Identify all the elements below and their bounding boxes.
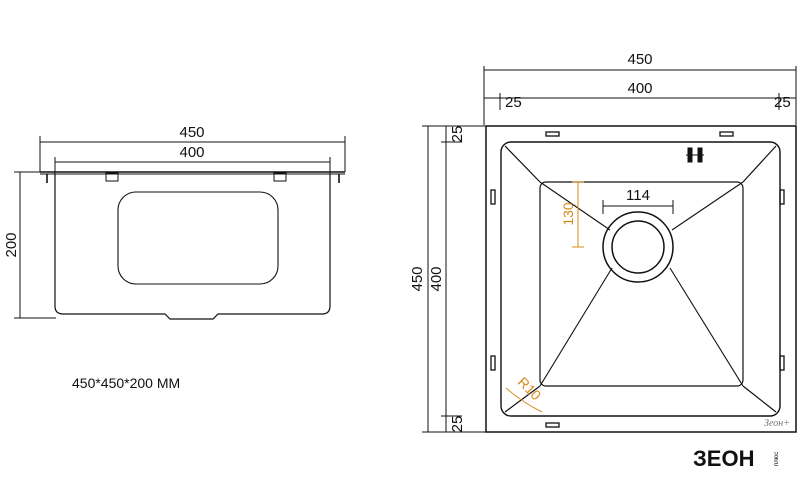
bowl-outline: [500, 141, 781, 417]
drain-outer: [602, 211, 674, 283]
drain-offset-130: 130: [560, 202, 576, 226]
top-view: [422, 66, 797, 433]
top-dim-25-right: 25: [774, 94, 791, 111]
side-dim-200: 200: [3, 232, 20, 257]
corner-radius-arc: [505, 387, 543, 413]
top-view-labels: 450 400 25 25 450 400 25 25 114 130 R10: [409, 51, 791, 432]
top-dim-400: 400: [627, 80, 652, 97]
drain-dim-114: 114: [626, 187, 650, 204]
left-dim-25-top: 25: [449, 126, 466, 143]
brand-logo: ЗЕОН плюс: [693, 446, 780, 471]
sink-outer-flange: [485, 125, 797, 433]
top-dim-450: 450: [627, 51, 652, 68]
bowl-bottom: [539, 181, 744, 387]
side-dim-450: 450: [179, 124, 204, 141]
mounting-clip-right: [273, 172, 287, 182]
brand-logo-subtext: плюс: [774, 452, 780, 466]
top-dim-25-left: 25: [505, 94, 522, 111]
brand-logo-text: ЗЕОН: [693, 446, 754, 471]
watermark: Зеон+: [764, 418, 790, 429]
left-dim-400: 400: [428, 266, 445, 291]
bowl-body: [54, 174, 331, 320]
left-dim-450: 450: [409, 266, 426, 291]
drain-inner: [611, 220, 665, 274]
size-caption: 450*450*200 MM: [72, 375, 180, 391]
left-dim-25-bottom: 25: [449, 416, 466, 433]
mounting-clip-left: [105, 172, 119, 182]
bowl-window: [117, 191, 279, 285]
side-view: [14, 136, 346, 320]
side-dim-400: 400: [179, 144, 204, 161]
side-view-labels: 450 400 200 450*450*200 MM: [3, 124, 205, 391]
accent-dimensions: [505, 181, 584, 413]
